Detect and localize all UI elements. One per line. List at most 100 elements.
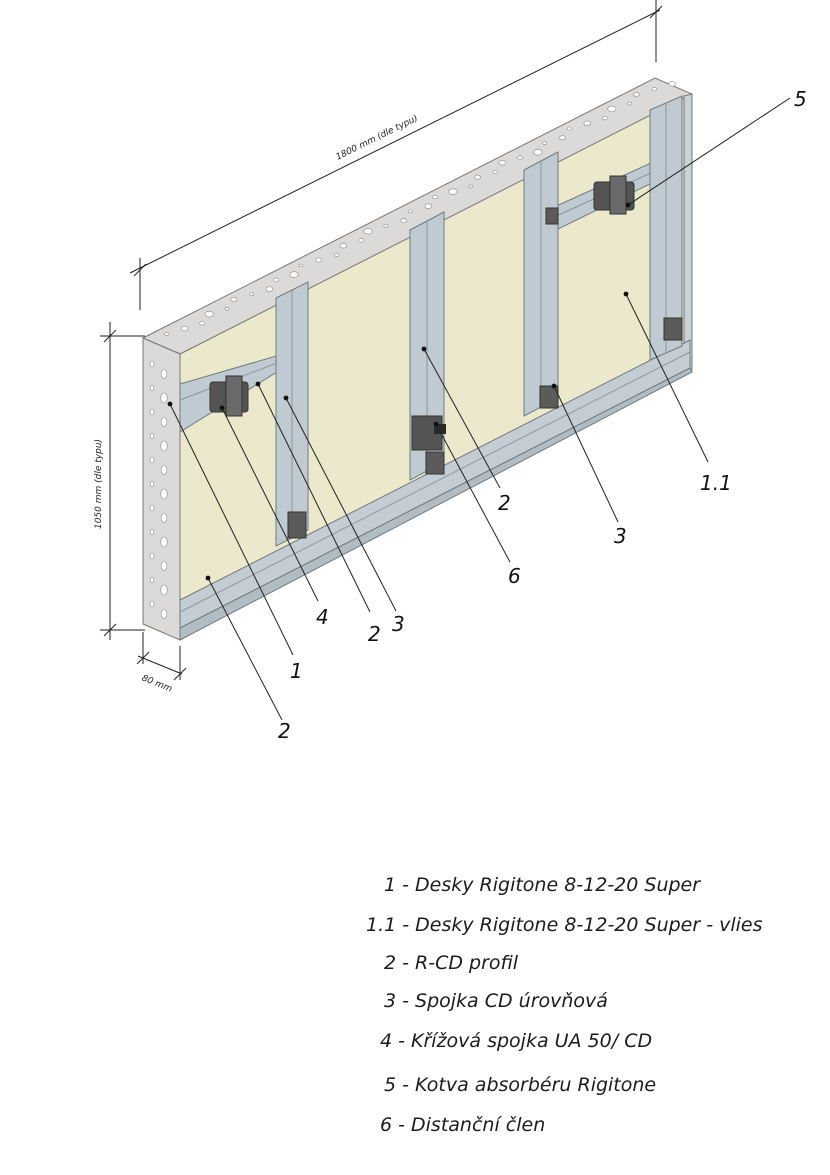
clip-3 xyxy=(539,385,559,409)
leader-dot-1 xyxy=(167,401,173,407)
top-edge-holes xyxy=(164,81,676,336)
board-right-edge xyxy=(683,93,693,373)
spacer-bolt xyxy=(434,424,446,434)
leader-dot-2-mid xyxy=(421,346,427,352)
perforation-hole xyxy=(289,271,299,278)
perforation-hole xyxy=(474,174,481,180)
perforation-hole xyxy=(363,228,373,235)
perforation-hole xyxy=(160,561,168,571)
leader-dot-4 xyxy=(219,405,225,411)
dim-height-tick-bottom xyxy=(103,623,117,637)
leader-5 xyxy=(627,97,791,206)
perforation-hole xyxy=(149,552,155,560)
dim-length-label: 1800 mm (dle typu) xyxy=(335,114,420,163)
leader-3-left xyxy=(285,397,397,612)
dim-length-tick-left xyxy=(133,263,147,277)
callout-3-right: 3 xyxy=(614,524,627,548)
perforation-hole xyxy=(517,155,523,160)
leader-2-bottom xyxy=(207,577,283,721)
callout-1-1: 1.1 xyxy=(700,471,732,495)
legend-item-3: 3 - Spojka CD úrovňová xyxy=(384,990,608,1012)
callout-6: 6 xyxy=(508,564,521,588)
perforation-hole xyxy=(149,600,155,608)
perforation-hole xyxy=(627,101,632,106)
leader-2-left xyxy=(257,383,371,613)
perforation-hole xyxy=(160,369,168,379)
perforation-hole xyxy=(432,194,438,200)
dim-length-line xyxy=(129,9,661,274)
dim-depth-tick-right xyxy=(173,667,187,681)
perforation-hole xyxy=(199,321,206,326)
perforation-hole xyxy=(633,91,640,97)
clip-2 xyxy=(425,451,445,475)
perforation-hole xyxy=(339,243,348,249)
clip-4 xyxy=(663,317,683,341)
legend-item-4: 4 - Křížová spojka UA 50/ CD xyxy=(380,1030,653,1052)
perforation-hole xyxy=(160,440,168,452)
clip-1 xyxy=(287,511,307,539)
bottom-rail-front xyxy=(179,367,693,641)
perforation-hole xyxy=(400,218,408,224)
perforation-hole xyxy=(358,238,365,243)
perforation-hole xyxy=(448,188,458,195)
leader-4 xyxy=(221,407,319,602)
dim-depth-label: 80 mm xyxy=(140,674,173,695)
isometric-wall-panel-diagram: 1800 mm (dle typu) 1050 mm (dle typu) 80… xyxy=(94,0,807,743)
leader-dots xyxy=(167,202,631,581)
perforation-hole xyxy=(160,536,168,548)
legend-item-1-1: 1.1 - Desky Rigitone 8-12-20 Super - vli… xyxy=(366,914,763,936)
perforation-hole xyxy=(542,141,548,145)
perforation-hole xyxy=(407,209,413,214)
perforation-hole xyxy=(249,292,255,297)
perforation-hole xyxy=(492,170,498,174)
perforation-hole xyxy=(150,529,154,535)
perforation-hole xyxy=(583,120,591,127)
left-edge-holes xyxy=(149,360,168,619)
perforation-hole xyxy=(602,115,608,121)
leader-dot-3-left xyxy=(283,395,289,401)
perforation-hole xyxy=(164,331,170,336)
perforation-hole xyxy=(298,263,304,268)
leader-lines xyxy=(169,97,791,721)
perforation-hole xyxy=(230,297,238,302)
callout-1: 1 xyxy=(290,659,303,683)
legend-item-6: 6 - Distanční člen xyxy=(380,1114,546,1136)
perforation-hole xyxy=(160,417,168,427)
leader-3-right xyxy=(553,385,619,523)
bottom-rail-line xyxy=(179,351,691,613)
perforation-hole xyxy=(224,307,230,311)
callout-2-bottom: 2 xyxy=(278,719,291,743)
perforation-hole xyxy=(160,392,168,404)
dim-height-tick-top xyxy=(103,329,117,343)
perforation-hole xyxy=(149,408,155,416)
perforation-hole xyxy=(150,577,154,583)
callout-2-mid: 2 xyxy=(498,491,511,515)
perforation-hole xyxy=(566,126,572,131)
legend-item-2: 2 - R-CD profil xyxy=(384,952,519,974)
perforation-hole xyxy=(315,257,323,263)
perforation-hole xyxy=(160,513,168,523)
leader-dot-6 xyxy=(433,421,439,427)
leader-6 xyxy=(435,423,511,563)
perforation-hole xyxy=(559,135,566,141)
perforation-hole xyxy=(265,286,274,292)
callout-3-left: 3 xyxy=(392,612,405,636)
perforation-hole xyxy=(383,224,389,228)
perforation-hole xyxy=(651,87,657,91)
legend-item-5: 5 - Kotva absorbéru Rigitone xyxy=(384,1074,657,1096)
perforation-hole xyxy=(204,310,214,318)
callout-4: 4 xyxy=(316,605,329,629)
perforation-hole xyxy=(334,253,340,257)
perforation-hole xyxy=(150,433,154,439)
perforation-hole xyxy=(498,160,506,166)
perforation-hole xyxy=(607,105,617,113)
perforation-hole xyxy=(160,584,168,596)
perforation-hole xyxy=(180,325,189,332)
absorber-anchor-plate xyxy=(609,175,627,215)
legend-item-1: 1 - Desky Rigitone 8-12-20 Super xyxy=(384,874,701,896)
leader-dot-2-bottom xyxy=(205,575,211,581)
leader-dot-1-1 xyxy=(623,291,629,297)
perforation-hole xyxy=(468,184,474,189)
perforation-hole xyxy=(150,385,154,391)
callout-5: 5 xyxy=(794,87,807,111)
